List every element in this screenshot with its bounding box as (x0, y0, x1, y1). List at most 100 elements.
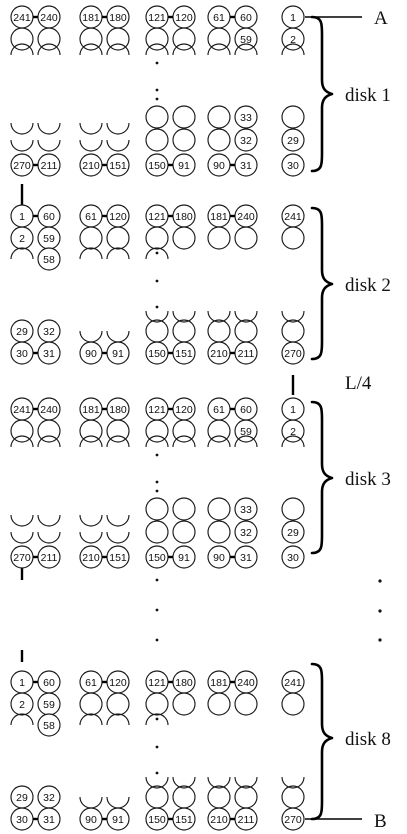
conductor-number: 211 (238, 348, 255, 360)
disk3-top-conductor: 181 (79, 397, 103, 421)
conductor-number: 180 (175, 677, 193, 689)
disk1-partial-conductor (106, 139, 130, 152)
disk1-conductor (145, 27, 169, 51)
disk1-top-conductor: 1 (281, 5, 305, 29)
disk8-partial-conductor (172, 776, 196, 789)
conductor-number: 270 (284, 814, 302, 826)
disk2-bottom-conductor: 90 (79, 341, 103, 365)
conductor-number: 91 (178, 552, 190, 564)
disk2-partial-conductor (281, 310, 305, 323)
disk1-partial-conductor (79, 43, 103, 56)
conductor-number: 151 (175, 814, 193, 826)
disk8-conductor (281, 692, 305, 716)
conductor-circle (281, 545, 305, 569)
conductor-number: 30 (16, 814, 28, 826)
disk1-bottom-conductor: 210 (79, 153, 103, 177)
conductor-circle (172, 497, 196, 521)
conductor-circle (145, 105, 169, 129)
conductor-circle (281, 807, 305, 831)
disk2-conductor (145, 319, 169, 343)
disk2-bottom-conductor: 91 (106, 341, 130, 365)
conductor-circle (234, 692, 258, 716)
disk2-partial-conductor (10, 247, 34, 260)
conductor-circle (79, 27, 103, 51)
continuation-dot (155, 745, 159, 749)
disk2-top-conductor: 120 (106, 204, 130, 228)
disk8-top-conductor: 61 (79, 670, 103, 694)
conductor-circle (79, 692, 103, 716)
terminal-b-label: B (374, 811, 387, 832)
disk1-conductor (172, 105, 196, 129)
conductor-circle (145, 520, 169, 544)
disk8-bottom-conductor: 91 (106, 807, 130, 831)
disk1-top-conductor: 61 (207, 5, 231, 29)
disk2-conductor (207, 319, 231, 343)
conductor-circle (145, 27, 169, 51)
conductor-number: 120 (109, 677, 127, 689)
conductor-circle (37, 713, 61, 737)
disk1-conductor (207, 27, 231, 51)
conductor-number: 150 (148, 160, 166, 172)
disk1-brace (310, 15, 334, 173)
disk2-brace (310, 206, 334, 361)
disk3-conductor (10, 419, 34, 443)
disk1-bottom-conductor: 270 (10, 153, 34, 177)
disk8-conductor (106, 692, 130, 716)
disk1-top-conductor: 240 (37, 5, 61, 29)
disk1-top-conductor: 181 (79, 5, 103, 29)
conductor-number: 211 (41, 552, 58, 564)
disk1-bottom-conductor: 90 (207, 153, 231, 177)
conductor-number: 32 (240, 527, 252, 539)
disk1-partial-conductor (207, 43, 231, 56)
conductor-circle (207, 692, 231, 716)
disk2-bottom-conductor: 150 (145, 341, 169, 365)
continuation-dot (155, 279, 159, 283)
conductor-circle (281, 341, 305, 365)
disk2-partial-conductor (145, 310, 169, 323)
disk8-conductor: 59 (37, 692, 61, 716)
conductor-circle (145, 419, 169, 443)
conductor-number: 180 (109, 404, 127, 416)
disk3-bottom-conductor: 211 (37, 545, 61, 569)
conductor-circle (207, 520, 231, 544)
disk8-top-conductor: 180 (172, 670, 196, 694)
continuation-dot (378, 579, 382, 583)
disk1-partial-conductor (106, 122, 130, 135)
conductor-circle (172, 319, 196, 343)
disk3-partial-conductor (37, 531, 61, 544)
conductor-circle (234, 319, 258, 343)
disk1-conductor (145, 128, 169, 152)
disk8-conductor (145, 692, 169, 716)
disk1-bottom-conductor: 150 (145, 153, 169, 177)
disk1-partial-conductor (10, 139, 34, 152)
disk1-partial-conductor (79, 122, 103, 135)
disk8-conductor (207, 785, 231, 809)
conductor-circle (281, 319, 305, 343)
conductor-number: 181 (210, 211, 228, 223)
conductor-number: 210 (82, 552, 100, 564)
conductor-number: 151 (175, 348, 193, 360)
disk2-conductor (79, 226, 103, 250)
disk8-bottom-conductor: 151 (172, 807, 196, 831)
conductor-number: 2 (19, 699, 25, 711)
conductor-circle (106, 27, 130, 51)
conductor-circle (281, 128, 305, 152)
conductor-circle (106, 692, 130, 716)
disk3-conductor: 32 (234, 520, 258, 544)
disk8-partial-conductor (106, 713, 130, 726)
conductor-circle (281, 419, 305, 443)
conductor-circle (10, 692, 34, 716)
disk2-top-conductor: 240 (234, 204, 258, 228)
disk8-top-conductor: 1 (10, 670, 34, 694)
disk1-conductor (281, 105, 305, 129)
disk3-conductor (207, 520, 231, 544)
continuation-dot (155, 717, 159, 721)
conductor-number: 2 (290, 426, 296, 438)
disk1-conductor (79, 27, 103, 51)
disk3-partial-conductor (37, 514, 61, 527)
disk3-conductor (145, 419, 169, 443)
conductor-number: 120 (175, 12, 193, 24)
disk8-conductor (234, 692, 258, 716)
conductor-number: 60 (43, 211, 55, 223)
